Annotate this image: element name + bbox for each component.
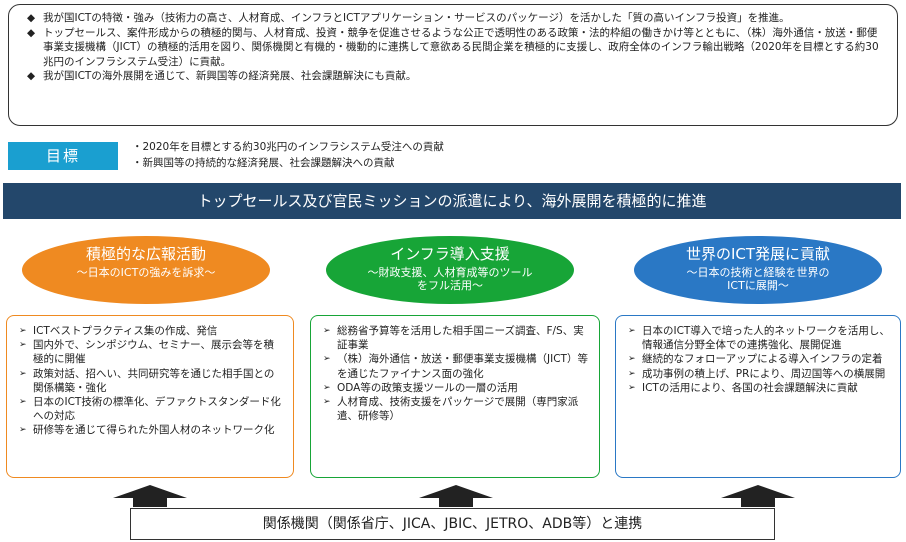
arrow-bullet-icon: ➢: [19, 326, 27, 336]
column-subtitle: ～日本のICTの強みを訴求～: [76, 266, 216, 279]
up-arrow-icon: [113, 485, 187, 507]
global-ict-box: ➢ 日本のICT導入で培った人的ネットワークを活用し、情報通信分野全体での連携強化…: [615, 315, 901, 478]
goal-item: ・新興国等の持続的な経済発展、社会課題解決への貢献: [132, 156, 395, 169]
goal-label: 目標: [8, 142, 118, 170]
pr-activities-box: ➢ ICTベストプラクティス集の作成、発信 ➢ 国内外で、シンポジウム、セミナー、展…: [6, 315, 294, 478]
summary-bullet: ◆ 我が国ICTの特徴・強み（技術力の高さ、人材育成、インフラとICTアプリケー…: [27, 11, 885, 26]
summary-text: 我が国ICTの特徴・強み（技術力の高さ、人材育成、インフラとICTアプリケーショ…: [43, 12, 790, 24]
up-arrow-icon: [721, 485, 795, 507]
list-item: ➢ 国内外で、シンポジウム、セミナー、展示会等を積極的に開催: [19, 338, 283, 366]
summary-bullet: ◆ トップセールス、案件形成からの積極的関与、人材育成、投資・競争を促進させるよ…: [27, 26, 885, 70]
list-item: ➢ 継続的なフォローアップによる導入インフラの定着: [628, 352, 890, 366]
diamond-bullet-icon: ◆: [27, 70, 36, 82]
global-ict-oval: 世界のICT発展に貢献 ～日本の技術と経験を世界のICTに展開～: [634, 236, 882, 304]
arrow-bullet-icon: ➢: [19, 368, 27, 379]
list-item: ➢ ODA等の政策支援ツールの一層の活用: [323, 381, 589, 395]
column-title: 積極的な広報活動: [85, 245, 206, 263]
up-arrow-icon: [419, 485, 493, 507]
summary-text: トップセールス、案件形成からの積極的関与、人材育成、投資・競争を促進させるような…: [43, 26, 879, 68]
arrow-bullet-icon: ➢: [628, 326, 636, 336]
arrow-bullet-icon: ➢: [323, 326, 331, 336]
arrow-bullet-icon: ➢: [628, 354, 636, 365]
list-item: ➢ 日本のICT技術の標準化、デファクトスタンダード化への対応: [19, 395, 283, 423]
list-item: ➢ ICTの活用により、各国の社会課題解決に貢献: [628, 381, 890, 395]
arrow-bullet-icon: ➢: [19, 340, 27, 351]
arrow-bullet-icon: ➢: [323, 382, 331, 393]
strategy-banner: トップセールス及び官民ミッションの派遣により、海外展開を積極的に推進: [3, 183, 901, 219]
list-item: ➢ 政策対話、招へい、共同研究等を通じた相手国との関係構築・強化: [19, 367, 283, 395]
column-subtitle: ～財政支援、人材育成等のツールをフル活用～: [367, 266, 533, 292]
item-text: （株）海外通信・放送・郵便事業支援機構（JICT）等を通じたファイナンス面の強化: [337, 353, 588, 380]
column-title: 世界のICT発展に貢献: [685, 245, 831, 263]
column-subtitle: ～日本の技術と経験を世界のICTに展開～: [686, 266, 830, 292]
partner-agencies-box: 関係機関（関係省庁、JICA、JBIC、JETRO、ADB等）と連携: [130, 508, 775, 540]
item-text: 総務省予算等を活用した相手国ニーズ調査、F/S、実証事業: [337, 325, 584, 352]
goal-list: ・2020年を目標とする約30兆円のインフラシステム受注への貢献 ・新興国等の持…: [132, 140, 444, 171]
arrow-bullet-icon: ➢: [323, 354, 331, 365]
item-text: ODA等の政策支援ツールの一層の活用: [337, 381, 518, 394]
item-text: 継続的なフォローアップによる導入インフラの定着: [642, 353, 883, 366]
item-text: ICTベストプラクティス集の作成、発信: [33, 325, 218, 337]
goal-item: ・2020年を目標とする約30兆円のインフラシステム受注への貢献: [132, 141, 444, 153]
list-item: ➢ 成功事例の積上げ、PRにより、周辺国等への横展開: [628, 367, 890, 381]
item-text: 国内外で、シンポジウム、セミナー、展示会等を積極的に開催: [33, 339, 274, 366]
column-title: インフラ導入支援: [390, 245, 510, 263]
list-item: ➢ 総務省予算等を活用した相手国ニーズ調査、F/S、実証事業: [323, 324, 589, 352]
diamond-bullet-icon: ◆: [27, 12, 36, 24]
arrow-bullet-icon: ➢: [19, 397, 27, 408]
item-text: 政策対話、招へい、共同研究等を通じた相手国との関係構築・強化: [33, 367, 275, 394]
item-text: 成功事例の積上げ、PRにより、周辺国等への横展開: [642, 367, 886, 380]
arrow-bullet-icon: ➢: [628, 368, 636, 379]
item-text: 日本のICT技術の標準化、デファクトスタンダード化への対応: [33, 396, 281, 423]
list-item: ➢ 研修等を通じて得られた外国人材のネットワーク化: [19, 423, 283, 437]
item-text: 日本のICT導入で培った人的ネットワークを活用し、情報通信分野全体での連携強化、…: [642, 325, 890, 352]
infra-support-oval: インフラ導入支援 ～財政支援、人材育成等のツールをフル活用～: [326, 236, 574, 304]
diamond-bullet-icon: ◆: [27, 26, 36, 39]
pr-activities-oval: 積極的な広報活動 ～日本のICTの強みを訴求～: [22, 236, 270, 304]
infra-support-box: ➢ 総務省予算等を活用した相手国ニーズ調査、F/S、実証事業 ➢ （株）海外通信・放…: [310, 315, 600, 478]
item-text: 研修等を通じて得られた外国人材のネットワーク化: [33, 424, 275, 437]
arrow-bullet-icon: ➢: [19, 425, 27, 436]
policy-summary-box: ◆ 我が国ICTの特徴・強み（技術力の高さ、人材育成、インフラとICTアプリケー…: [8, 4, 898, 126]
arrow-bullet-icon: ➢: [323, 397, 331, 408]
item-text: ICTの活用により、各国の社会課題解決に貢献: [642, 381, 858, 394]
list-item: ➢ 日本のICT導入で培った人的ネットワークを活用し、情報通信分野全体での連携強化…: [628, 324, 890, 352]
item-text: 人材育成、技術支援をパッケージで展開（専門家派遣、研修等）: [337, 396, 579, 423]
summary-bullet: ◆ 我が国ICTの海外展開を通じて、新興国等の経済発展、社会課題解決にも貢献。: [27, 69, 885, 84]
summary-text: 我が国ICTの海外展開を通じて、新興国等の経済発展、社会課題解決にも貢献。: [43, 70, 417, 82]
list-item: ➢ ICTベストプラクティス集の作成、発信: [19, 324, 283, 338]
list-item: ➢ （株）海外通信・放送・郵便事業支援機構（JICT）等を通じたファイナンス面の強…: [323, 352, 589, 380]
list-item: ➢ 人材育成、技術支援をパッケージで展開（専門家派遣、研修等）: [323, 395, 589, 423]
arrow-bullet-icon: ➢: [628, 382, 636, 393]
